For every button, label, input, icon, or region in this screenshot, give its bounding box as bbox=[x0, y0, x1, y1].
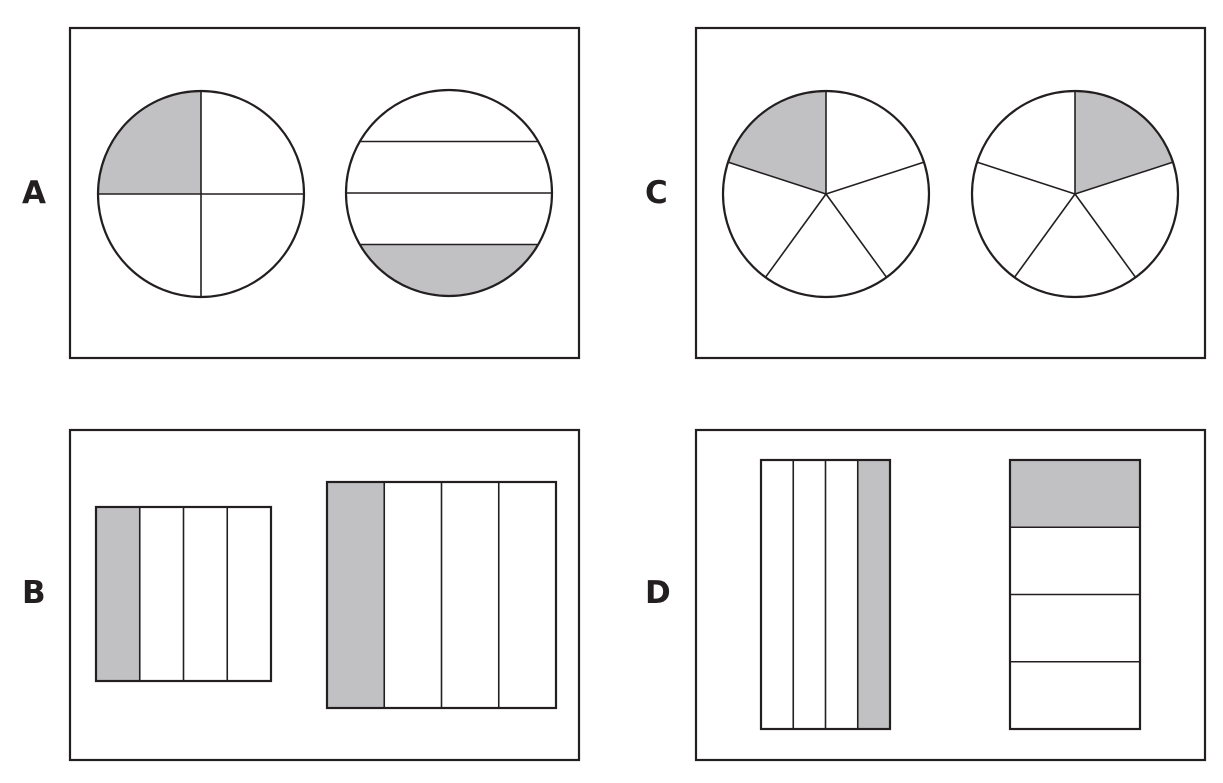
sector-part bbox=[826, 162, 929, 278]
strip-part bbox=[227, 507, 271, 681]
strip-part bbox=[139, 507, 184, 681]
sector-part bbox=[971, 162, 1075, 278]
sector-part bbox=[826, 91, 924, 194]
strip-part bbox=[498, 482, 556, 708]
strip-part bbox=[761, 460, 794, 729]
option-c-circle-sectors-right bbox=[970, 89, 1180, 299]
option-b: B bbox=[22, 428, 581, 762]
strip-part bbox=[1010, 460, 1140, 528]
strip-part bbox=[857, 460, 890, 729]
sector-part bbox=[1075, 162, 1178, 278]
sector-divider bbox=[764, 193, 827, 278]
quadrant-part bbox=[98, 194, 201, 297]
strip-part bbox=[1010, 594, 1140, 662]
rectangle-outline bbox=[1008, 458, 1142, 731]
option-c-circle-sectors-left bbox=[721, 89, 931, 299]
strip-part bbox=[346, 193, 552, 245]
option-a: A bbox=[22, 26, 581, 360]
option-b-large-rectangle bbox=[325, 480, 558, 710]
strip-part bbox=[441, 482, 499, 708]
quadrant-part bbox=[201, 194, 304, 297]
sector-divider bbox=[976, 161, 1076, 195]
sector-part bbox=[765, 194, 887, 297]
sector-part bbox=[1014, 194, 1136, 298]
circle-outline bbox=[721, 89, 931, 299]
option-d-label: D bbox=[645, 575, 671, 611]
sector-divider bbox=[727, 161, 827, 195]
strip-part bbox=[384, 482, 442, 708]
quadrant-part bbox=[98, 91, 201, 194]
strip-part bbox=[793, 460, 826, 729]
circle-outline bbox=[344, 88, 554, 298]
rectangle-outline bbox=[759, 458, 892, 731]
sector-part bbox=[1075, 91, 1173, 194]
strip-part bbox=[825, 460, 858, 729]
option-d: D bbox=[645, 428, 1207, 762]
option-a-circle-quadrants bbox=[96, 89, 306, 299]
sector-divider bbox=[825, 161, 925, 195]
strip-part bbox=[1010, 527, 1140, 595]
circle-outline bbox=[970, 89, 1180, 299]
option-c-label: C bbox=[645, 175, 668, 211]
sector-divider bbox=[1074, 161, 1174, 195]
sector-divider bbox=[1013, 193, 1076, 278]
strip-part bbox=[327, 482, 385, 708]
strip-part bbox=[96, 507, 140, 681]
option-d-horizontal-strips-rectangle bbox=[1008, 458, 1142, 731]
rectangle-outline bbox=[325, 480, 558, 710]
sector-divider bbox=[1074, 193, 1137, 278]
strip-part bbox=[346, 141, 552, 193]
quadrant-part bbox=[201, 91, 304, 194]
option-a-circle-strips bbox=[344, 88, 554, 298]
option-b-small-rectangle bbox=[94, 505, 273, 683]
sector-part bbox=[723, 162, 826, 278]
option-b-label: B bbox=[22, 575, 46, 611]
option-d-vertical-strips-rectangle bbox=[759, 458, 892, 731]
strip-part bbox=[1010, 661, 1140, 729]
circle-outline bbox=[96, 89, 306, 299]
sector-divider bbox=[825, 193, 888, 278]
option-a-label: A bbox=[22, 175, 46, 211]
strip-part bbox=[183, 507, 228, 681]
sector-part bbox=[977, 91, 1075, 194]
rectangle-outline bbox=[94, 505, 273, 683]
option-c: C bbox=[645, 26, 1207, 360]
sector-part bbox=[728, 91, 826, 194]
